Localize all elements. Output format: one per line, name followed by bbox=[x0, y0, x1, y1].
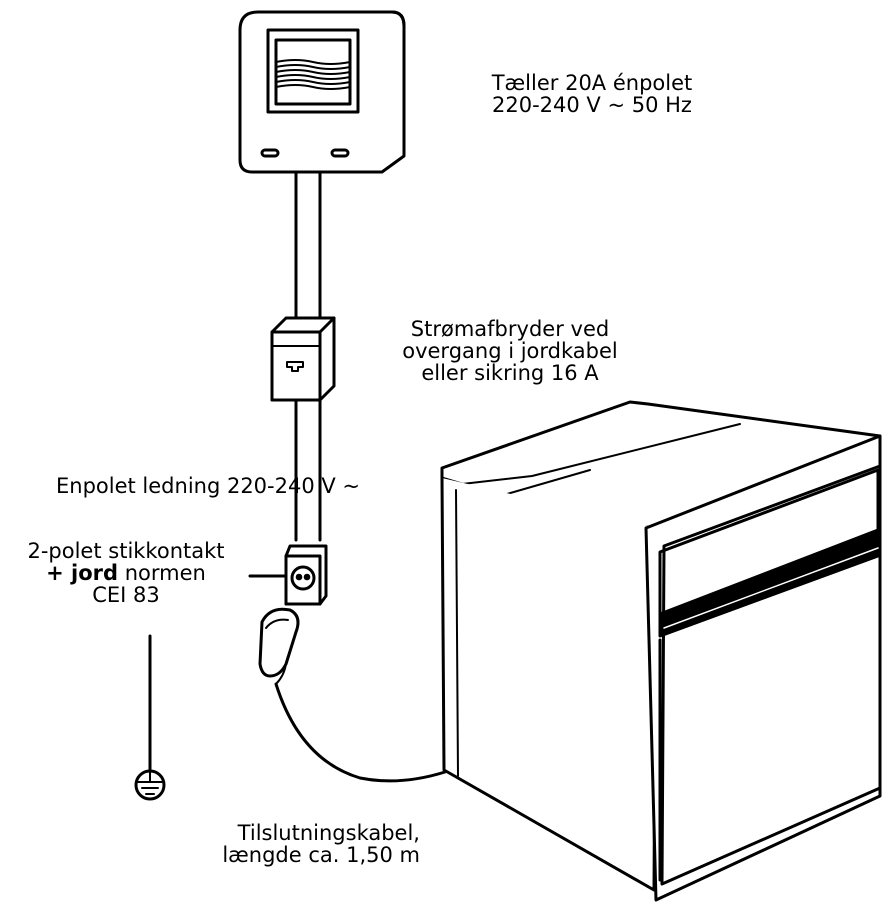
cable-label-line2: længde ca. 1,50 m bbox=[222, 843, 420, 867]
meter-label-line2: 220-240 V ~ 50 Hz bbox=[492, 93, 692, 117]
electricity-meter-icon bbox=[238, 10, 406, 174]
conduit-lower bbox=[294, 398, 322, 542]
breaker-label-line1: Strømafbryder ved bbox=[410, 317, 610, 341]
meter-label: Tæller 20A énpolet 220-240 V ~ 50 Hz bbox=[462, 72, 722, 116]
socket-label-line1: 2-polet stikkontakt bbox=[27, 539, 225, 563]
built-in-oven-icon bbox=[440, 400, 882, 902]
circuit-breaker-icon bbox=[270, 316, 336, 402]
cable-label-line1: Tilslutningskabel, bbox=[237, 821, 420, 845]
connection-cable bbox=[274, 682, 447, 783]
conduit-upper bbox=[294, 170, 322, 320]
wall-socket-icon bbox=[284, 544, 328, 606]
socket-label-bold: + jord bbox=[46, 561, 119, 585]
socket-label-line2: + jord normen bbox=[0, 562, 252, 584]
cable-label: Tilslutningskabel, længde ca. 1,50 m bbox=[200, 822, 420, 866]
plug-icon bbox=[258, 607, 300, 685]
socket-label-rest: normen bbox=[118, 561, 206, 585]
wire-label: Enpolet ledning 220-240 V ~ bbox=[56, 474, 361, 498]
socket-label: 2-polet stikkontakt + jord normen CEI 83 bbox=[0, 540, 252, 606]
socket-label-line3: CEI 83 bbox=[92, 583, 160, 607]
breaker-label-line3: eller sikring 16 A bbox=[421, 361, 599, 385]
breaker-label-line2: overgang i jordkabel bbox=[402, 339, 618, 363]
ground-symbol-icon bbox=[134, 634, 166, 801]
meter-label-line1: Tæller 20A énpolet bbox=[491, 71, 693, 95]
breaker-label: Strømafbryder ved overgang i jordkabel e… bbox=[380, 318, 640, 384]
